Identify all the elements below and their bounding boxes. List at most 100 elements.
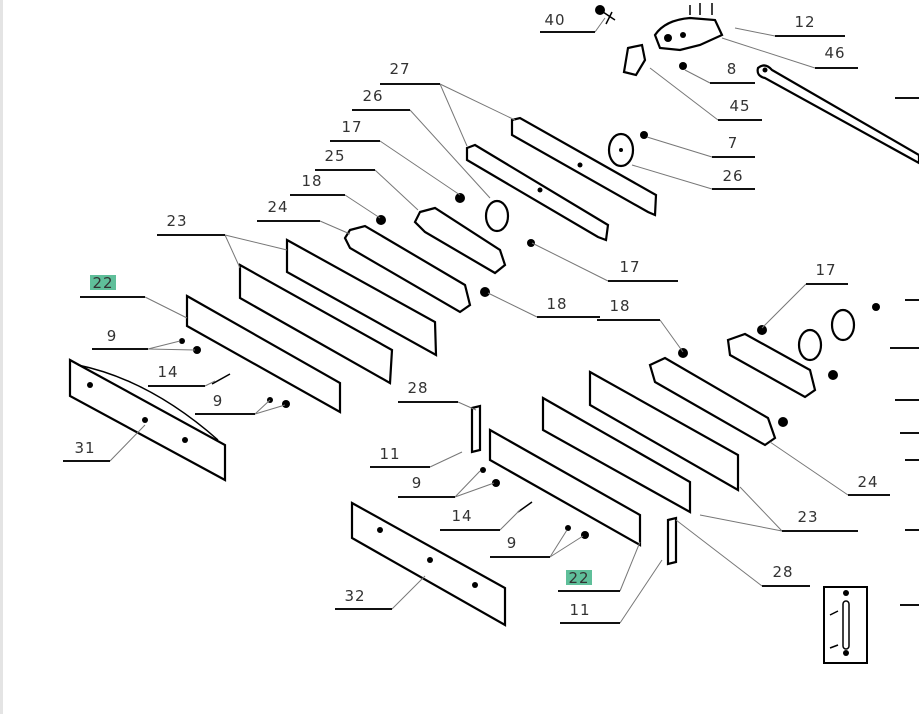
callout-11: 11 [560, 559, 663, 624]
part-number-label[interactable]: 7 [728, 134, 739, 152]
callout-28: 28 [675, 519, 810, 587]
callout-24: 24 [257, 198, 351, 235]
part-number-label[interactable]: 25 [324, 147, 345, 165]
part-number-label[interactable]: 18 [609, 297, 630, 315]
highlight-marker [90, 275, 116, 290]
part-number-label[interactable]: 9 [213, 392, 224, 410]
part-number-label[interactable]: 32 [344, 587, 365, 605]
part-23-bar-a [285, 238, 438, 357]
highlight-marker [566, 570, 592, 585]
callout-14: 14 [148, 363, 216, 387]
leader-line [619, 541, 641, 592]
leader-line [344, 194, 381, 219]
leader-line [549, 529, 568, 558]
leader-line [204, 380, 216, 387]
part-number-label[interactable]: 24 [267, 198, 288, 216]
tie-rod [756, 64, 919, 165]
callout-22: 22 [80, 274, 188, 319]
part-24-plate [343, 224, 472, 314]
part-26-disc-2 [484, 199, 510, 233]
part-number-label[interactable]: 45 [729, 97, 750, 115]
leader-line [659, 319, 684, 353]
callout-18: 18 [597, 297, 684, 353]
leader-line [739, 486, 783, 532]
callout-9: 9 [195, 392, 286, 415]
leader-line [549, 535, 584, 558]
callout-23: 23 [699, 486, 858, 532]
part-7-nut [640, 131, 648, 139]
part-number-label[interactable]: 23 [797, 508, 818, 526]
leader-line [224, 234, 241, 269]
leader-line [699, 514, 783, 532]
part-number-label[interactable]: 26 [362, 87, 383, 105]
part-number-label[interactable]: 27 [389, 60, 410, 78]
part-number-label[interactable]: 31 [74, 439, 95, 457]
part-28-pin-2 [666, 516, 678, 566]
part-number-label[interactable]: 17 [815, 261, 836, 279]
leader-line [109, 424, 146, 462]
part-number-label[interactable]: 17 [341, 118, 362, 136]
part-number-label[interactable]: 23 [166, 212, 187, 230]
callout-40: 40 [540, 11, 606, 33]
part-number-label[interactable]: 26 [722, 167, 743, 185]
part-number-label[interactable]: 22 [568, 569, 589, 587]
callout-7: 7 [646, 134, 755, 158]
parts-drawing [68, 3, 919, 664]
part-number-label[interactable]: 28 [772, 563, 793, 581]
part-25-plate [413, 206, 507, 275]
part-24-plate-2 [648, 356, 777, 447]
callout-31: 31 [63, 424, 146, 462]
part-number-label[interactable]: 24 [857, 473, 878, 491]
callout-24: 24 [769, 441, 890, 496]
part-45-plate [622, 43, 647, 77]
part-27-plate-b [465, 143, 610, 242]
part-number-label[interactable]: 14 [157, 363, 178, 381]
callout-12: 12 [734, 13, 845, 37]
part-number-label[interactable]: 40 [544, 11, 565, 29]
part-number-label[interactable]: 18 [546, 295, 567, 313]
part-32-frame [350, 501, 507, 627]
leader-line [675, 519, 763, 587]
callout-18: 18 [290, 172, 381, 219]
detail-box [823, 586, 868, 664]
part-17-nut [455, 193, 465, 203]
leader-line [769, 441, 849, 496]
leader-line [619, 559, 663, 624]
callout-26: 26 [352, 87, 491, 199]
leader-line [391, 575, 426, 610]
part-number-label[interactable]: 9 [507, 534, 518, 552]
part-number-label[interactable]: 12 [794, 13, 815, 31]
callout-14: 14 [440, 507, 521, 531]
callout-9: 9 [92, 327, 196, 351]
callout-18: 18 [487, 292, 600, 318]
leader-line [734, 27, 776, 37]
leader-line [457, 401, 477, 411]
part-12-bracket-assembly [653, 3, 724, 52]
leader-line [254, 404, 286, 415]
part-22-bar-2 [488, 428, 642, 547]
leader-line [684, 69, 711, 84]
callout-17: 17 [761, 261, 848, 329]
part-number-label[interactable]: 8 [727, 60, 738, 78]
part-number-label[interactable]: 28 [407, 379, 428, 397]
leader-line [761, 283, 807, 329]
part-number-label[interactable]: 18 [301, 172, 322, 190]
leader-line [531, 242, 609, 282]
part-number-label[interactable]: 9 [107, 327, 118, 345]
part-number-label[interactable]: 14 [451, 507, 472, 525]
part-number-label[interactable]: 9 [412, 474, 423, 492]
leader-line [224, 234, 288, 251]
part-number-label[interactable]: 46 [824, 44, 845, 62]
leader-line [487, 292, 538, 318]
callout-26: 26 [631, 164, 755, 190]
part-number-label[interactable]: 11 [379, 445, 400, 463]
part-number-label[interactable]: 17 [619, 258, 640, 276]
leader-line [409, 109, 491, 199]
callout-22: 22 [558, 541, 641, 592]
leader-line [646, 136, 713, 158]
part-number-label[interactable]: 22 [92, 274, 113, 292]
part-number-label[interactable]: 11 [569, 601, 590, 619]
